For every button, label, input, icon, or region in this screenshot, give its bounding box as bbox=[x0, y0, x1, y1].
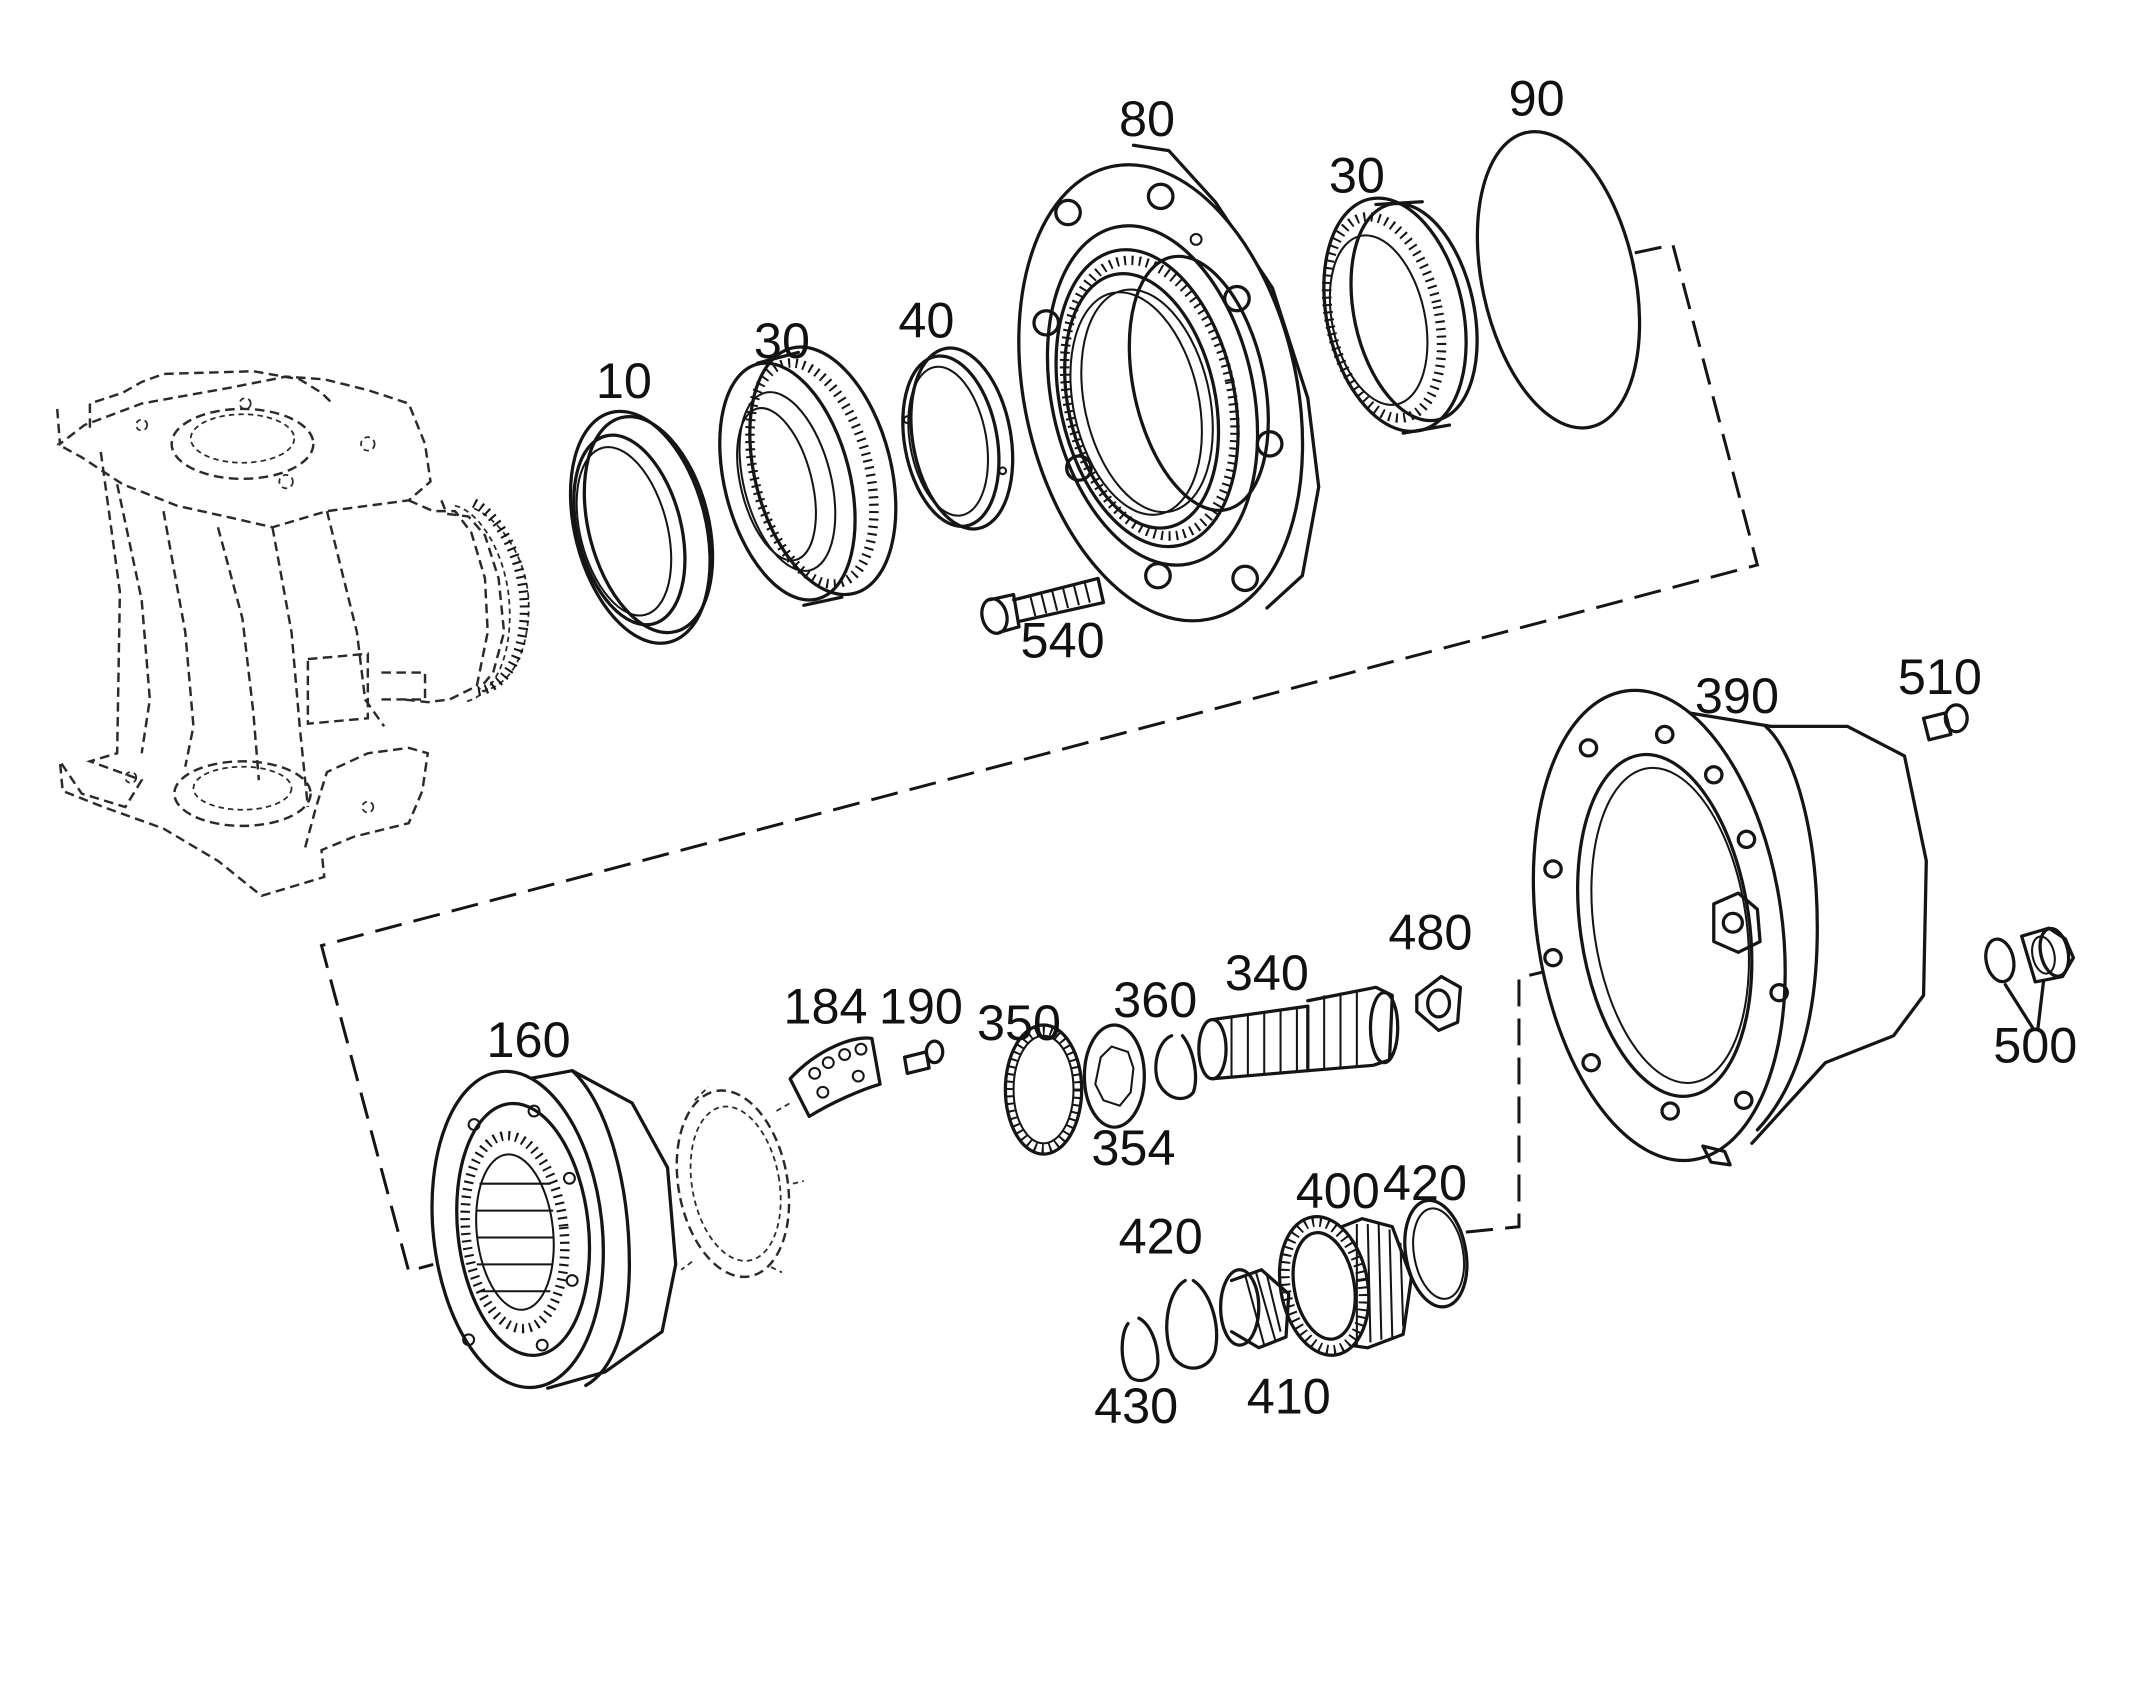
part-190-bolt bbox=[902, 1039, 945, 1076]
assembly-outline-upper bbox=[319, 243, 1760, 1273]
brake-disc-phantom bbox=[675, 1086, 804, 1279]
part-410-needle-bearing bbox=[1218, 1268, 1291, 1350]
part-label-10: 10 bbox=[596, 353, 652, 409]
part-label-510: 510 bbox=[1898, 649, 1982, 705]
part-label-340: 340 bbox=[1225, 945, 1309, 1001]
part-label-360: 360 bbox=[1113, 972, 1197, 1028]
axle-housing-phantom bbox=[55, 370, 530, 898]
part-30-taper-bearing-left bbox=[718, 345, 898, 607]
part-30-taper-bearing-right bbox=[1321, 196, 1479, 435]
part-label-390: 390 bbox=[1695, 668, 1779, 724]
part-label-540: 540 bbox=[1021, 613, 1105, 669]
part-label-30-right: 30 bbox=[1329, 148, 1385, 204]
part-184-brake-segment bbox=[788, 1036, 882, 1119]
part-80-wheel-hub bbox=[1017, 143, 1321, 623]
part-label-30-left: 30 bbox=[754, 313, 810, 369]
part-label-190: 190 bbox=[879, 979, 963, 1035]
part-label-410: 410 bbox=[1247, 1369, 1331, 1425]
part-480-lock-plate bbox=[1415, 974, 1463, 1032]
part-420-snap-ring-left bbox=[1165, 1278, 1219, 1370]
part-label-80: 80 bbox=[1119, 91, 1175, 147]
part-label-354: 354 bbox=[1091, 1120, 1175, 1176]
part-540-wheel-stud bbox=[980, 576, 1106, 635]
part-340-sun-shaft bbox=[1197, 985, 1400, 1081]
part-label-480: 480 bbox=[1388, 905, 1472, 961]
part-390-carrier-housing bbox=[1531, 688, 1928, 1167]
part-label-500: 500 bbox=[1993, 1018, 2077, 1074]
part-360-snap-ring bbox=[1154, 1034, 1198, 1101]
part-500-plug bbox=[1984, 926, 2076, 1030]
part-350-friction-disc bbox=[1003, 1023, 1084, 1156]
part-label-184: 184 bbox=[784, 979, 868, 1035]
part-400-planet-gear bbox=[1277, 1215, 1413, 1357]
part-label-160: 160 bbox=[487, 1013, 571, 1069]
part-label-420-right: 420 bbox=[1383, 1155, 1467, 1211]
part-10-seal-ring bbox=[568, 409, 715, 645]
part-90-o-ring bbox=[1475, 129, 1642, 430]
part-354-thrust-washer bbox=[1082, 1023, 1146, 1129]
part-40-spacer-ring bbox=[901, 346, 1015, 531]
part-label-40: 40 bbox=[898, 293, 954, 349]
part-510-screw bbox=[1921, 703, 1969, 742]
part-label-430: 430 bbox=[1094, 1378, 1178, 1434]
part-420-snap-ring-right bbox=[1403, 1198, 1469, 1309]
part-label-350: 350 bbox=[977, 995, 1061, 1051]
part-160-ring-gear bbox=[430, 1069, 678, 1390]
part-label-420-left: 420 bbox=[1119, 1209, 1203, 1265]
part-label-90: 90 bbox=[1509, 71, 1565, 127]
part-label-400: 400 bbox=[1296, 1163, 1380, 1219]
part-430-retaining-ring bbox=[1120, 1316, 1160, 1383]
